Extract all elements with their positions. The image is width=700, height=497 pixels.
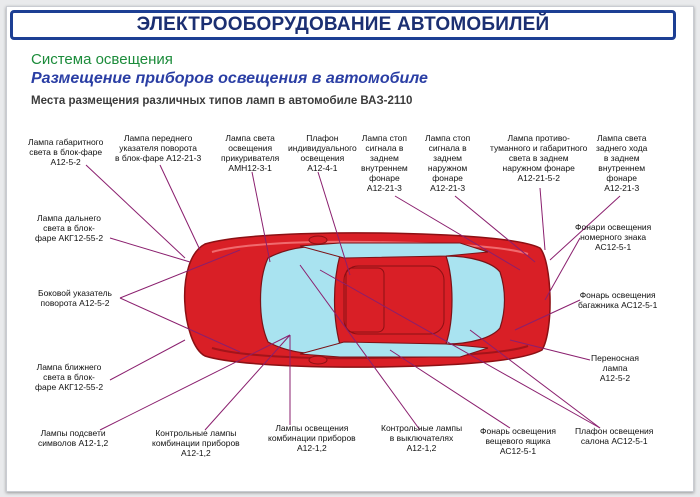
mirror-right [308,355,328,365]
leader-lines [85,164,621,431]
system-title: Система освещения [31,51,173,68]
subtitle: Размещение приборов освещения в автомоби… [31,70,428,87]
side-window-bottom [299,341,489,358]
header-bar: ЭЛЕКТРООБОРУДОВАНИЕ АВТОМОБИЛЕЙ [10,10,676,40]
caption: Места размещения различных типов ламп в … [31,95,413,107]
windshield [259,245,343,355]
roof [343,265,445,335]
roof-panel [345,267,385,333]
rear-window [445,255,506,345]
mirror-left [308,235,328,245]
page-title: ЭЛЕКТРООБОРУДОВАНИЕ АВТОМОБИЛЕЙ [136,14,550,35]
